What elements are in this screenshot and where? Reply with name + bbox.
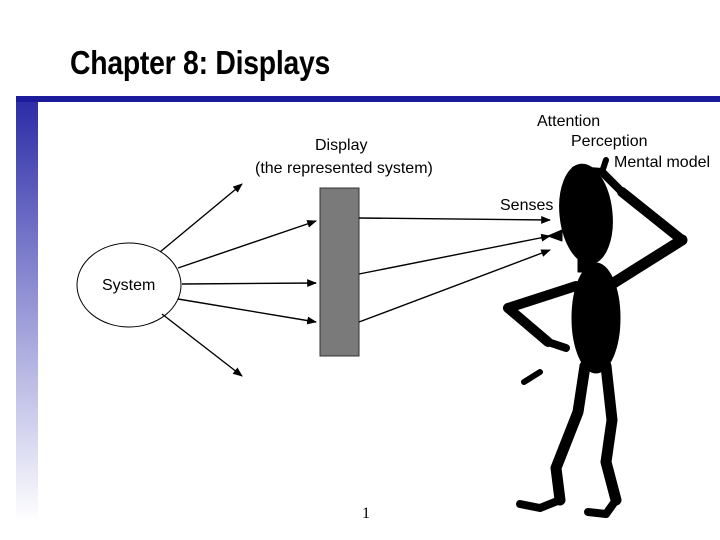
system-arrow-display-3	[177, 298, 317, 325]
thinking-person-figure	[503, 157, 688, 518]
senses-label: Senses	[500, 197, 554, 214]
system-label: System	[102, 277, 156, 294]
display-sublabel: (the represented system)	[255, 160, 433, 177]
system-arrow-display-2	[181, 279, 317, 287]
display-arrow-1	[358, 215, 551, 224]
system-arrow-up	[159, 183, 243, 253]
display-arrow-2	[358, 233, 551, 275]
display-arrow-3	[358, 249, 551, 323]
perception-label: Perception	[571, 133, 648, 150]
system-node	[76, 242, 182, 328]
display-label: Display	[315, 137, 368, 154]
system-arrow-display-1	[177, 220, 317, 269]
title-underline	[16, 96, 720, 102]
display-block	[319, 187, 360, 357]
mental-model-label: Mental model	[614, 154, 711, 171]
side-decoration-bar	[16, 102, 38, 522]
system-arrow-down	[161, 313, 243, 377]
attention-label: Attention	[537, 113, 601, 130]
page-number: 1	[362, 505, 370, 522]
slide-title: Chapter 8: Displays	[70, 44, 331, 81]
